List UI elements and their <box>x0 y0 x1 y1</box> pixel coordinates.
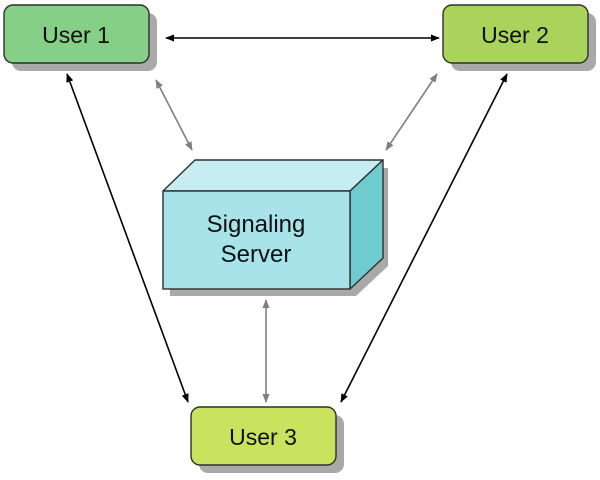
edge-user1-server <box>155 79 193 151</box>
edge-user2-user3 <box>340 73 508 403</box>
signaling-server-box: Signaling Server <box>162 159 388 296</box>
user3-label: User 3 <box>229 424 297 450</box>
edge-user2-server <box>385 73 438 151</box>
user1-label: User 1 <box>42 22 110 48</box>
server-label-line1: Signaling <box>207 211 306 238</box>
node-user1: User 1 <box>3 4 157 71</box>
server-label-line2: Server <box>221 241 292 268</box>
user2-label: User 2 <box>481 22 549 48</box>
edge-user1-user3 <box>66 73 189 403</box>
node-user3: User 3 <box>190 406 344 473</box>
node-user2: User 2 <box>442 4 596 71</box>
